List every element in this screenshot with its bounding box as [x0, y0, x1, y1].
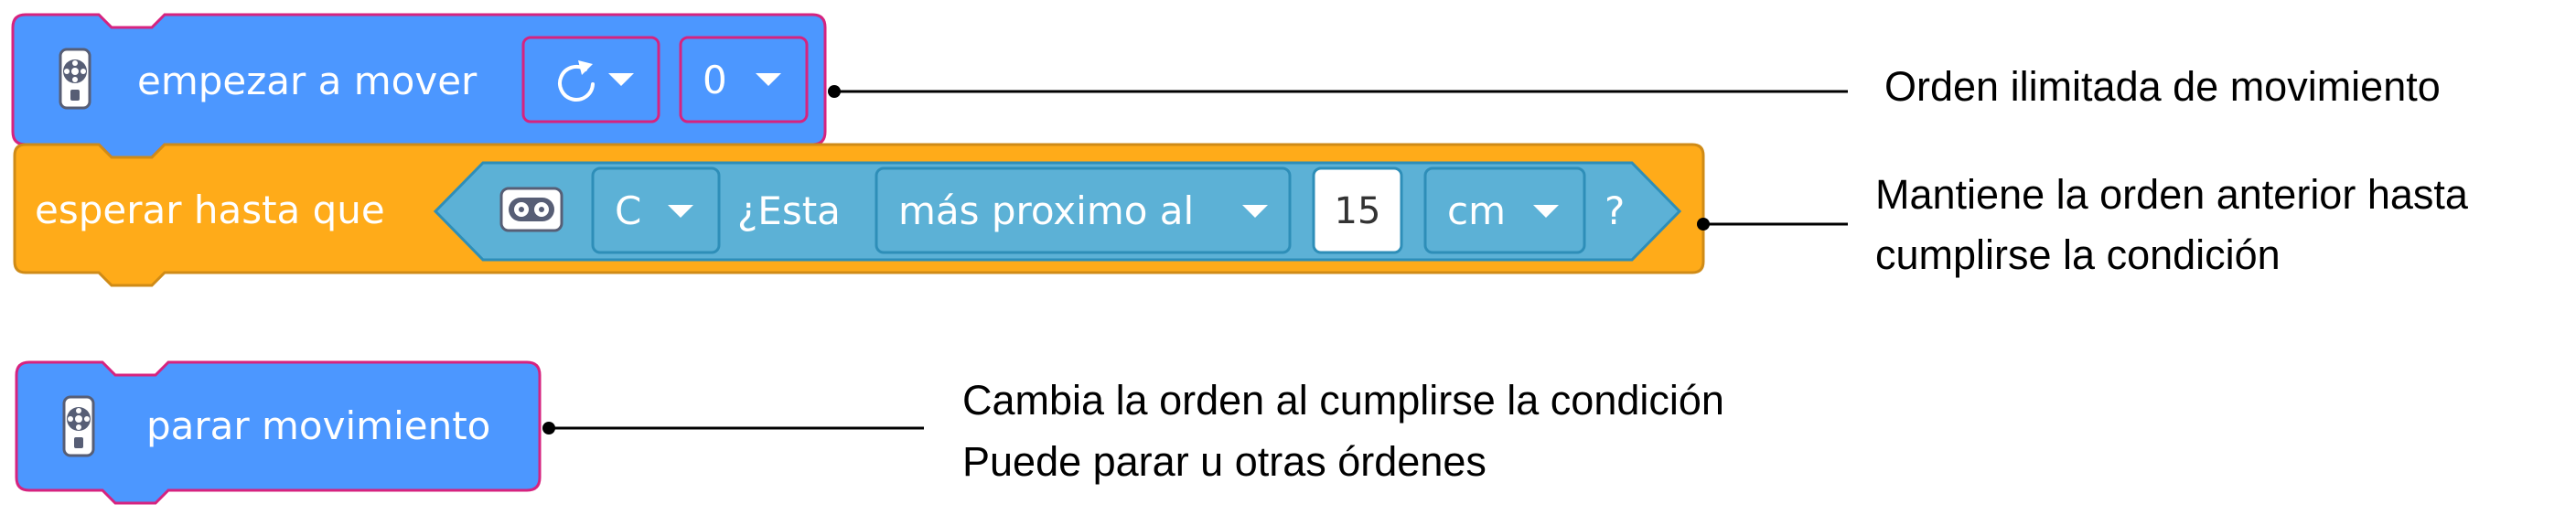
comparison-dropdown[interactable]: más proximo al [875, 166, 1292, 254]
start-move-block[interactable]: empezar a mover 0 [11, 13, 841, 159]
motor-icon [62, 395, 95, 457]
speed-dropdown[interactable]: 0 [679, 36, 809, 123]
comparison-value: más proximo al [898, 188, 1194, 233]
port-value: C [615, 188, 641, 233]
distance-sensor-icon [499, 187, 564, 232]
chevron-down-icon [608, 73, 634, 86]
annotation-wait-until-line1: Mantiene la orden anterior hasta [1875, 171, 2469, 218]
question-suffix: ? [1605, 188, 1625, 233]
stop-move-block-body [15, 360, 542, 505]
wait-until-block[interactable]: esperar hasta que C ¿Esta más proximo al [13, 143, 1710, 287]
motor-icon [59, 48, 91, 110]
stop-move-label: parar movimiento [146, 403, 490, 448]
annotation-wait-until-line2: cumplirse la condición [1875, 231, 2281, 278]
chevron-down-icon [1533, 205, 1559, 218]
chevron-down-icon [668, 205, 693, 218]
chevron-down-icon [756, 73, 781, 86]
speed-value: 0 [703, 58, 727, 102]
distance-value: 15 [1335, 190, 1381, 232]
distance-input[interactable]: 15 [1312, 166, 1403, 254]
unit-value: cm [1447, 188, 1506, 233]
annotation-stop-move-line2: Puede parar u otras órdenes [962, 438, 1487, 485]
question-prefix: ¿Esta [737, 188, 841, 233]
annotation-stop-move-line1: Cambia la orden al cumplirse la condició… [962, 377, 1724, 424]
distance-condition[interactable]: C ¿Esta más proximo al 15 cm ? [433, 161, 1682, 262]
annotation-start-move: Orden ilimitada de movimiento [1884, 63, 2441, 110]
port-dropdown[interactable]: C [591, 166, 721, 254]
stop-move-block[interactable]: parar movimiento [15, 360, 555, 505]
rotate-clockwise-icon [558, 60, 595, 102]
chevron-down-icon [1242, 205, 1268, 218]
unit-dropdown[interactable]: cm [1423, 166, 1586, 254]
start-move-label: empezar a mover [137, 59, 478, 103]
direction-dropdown[interactable] [521, 36, 660, 123]
wait-until-label: esperar hasta que [35, 188, 385, 232]
